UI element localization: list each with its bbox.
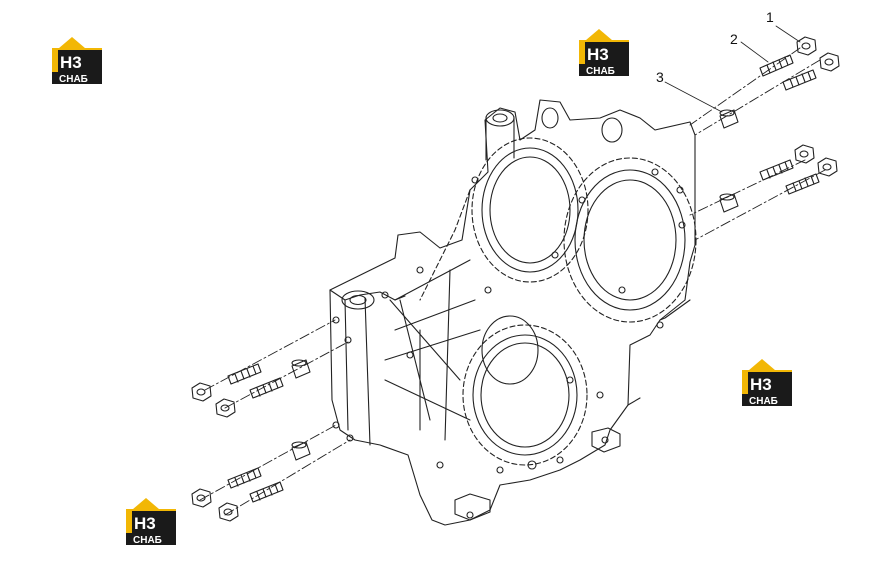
fasteners-left — [191, 359, 311, 522]
bolt-holes — [332, 168, 686, 519]
hex-nut — [817, 157, 838, 177]
dowel-pin — [291, 441, 311, 461]
stud — [759, 54, 794, 77]
top-boss — [341, 107, 623, 310]
logo-letters: H3 — [750, 375, 772, 394]
hex-nut — [191, 382, 212, 402]
hex-nut — [218, 502, 239, 522]
logo-mark: H3 СНАБ — [52, 37, 102, 85]
logo-letters: H3 — [134, 514, 156, 533]
stud — [759, 159, 794, 181]
hex-nut — [191, 488, 212, 508]
logo-mark: H3 СНАБ — [742, 359, 792, 407]
dowel-pin — [291, 359, 311, 379]
stud — [782, 69, 817, 91]
watermark-logo: H3 СНАБ — [50, 34, 106, 86]
callout-2: 2 — [730, 31, 738, 47]
logo-word: СНАБ — [586, 66, 615, 77]
logo-word: СНАБ — [749, 396, 778, 407]
gear-bores — [472, 147, 686, 456]
stud — [249, 481, 284, 503]
callouts: 1 2 3 — [656, 9, 801, 113]
housing — [329, 99, 696, 526]
watermark-logo: H3 СНАБ — [577, 26, 633, 78]
logo-letters: H3 — [60, 53, 82, 72]
stud — [249, 377, 284, 399]
dowel-pin — [719, 193, 739, 213]
callout-1: 1 — [766, 9, 774, 25]
watermark-logo: H3 СНАБ — [740, 356, 796, 408]
flange-outlines — [419, 137, 697, 466]
logo-mark: H3 СНАБ — [126, 498, 176, 546]
stud — [785, 173, 820, 195]
fasteners-upper-right — [719, 36, 840, 213]
logo-letters: H3 — [587, 45, 609, 64]
callout-3: 3 — [656, 69, 664, 85]
logo-mark: H3 СНАБ — [579, 29, 629, 77]
ribs — [384, 259, 481, 441]
hex-nut — [215, 398, 236, 418]
logo-word: СНАБ — [59, 74, 88, 85]
logo-word: СНАБ — [133, 535, 162, 546]
stud — [227, 467, 262, 489]
dowel-pin — [719, 109, 739, 129]
hex-nut — [819, 52, 840, 72]
stud — [227, 363, 262, 385]
watermark-logo: H3 СНАБ — [124, 495, 180, 547]
leader-lines — [199, 47, 826, 516]
hex-nut — [796, 36, 817, 56]
hex-nut — [794, 144, 815, 164]
